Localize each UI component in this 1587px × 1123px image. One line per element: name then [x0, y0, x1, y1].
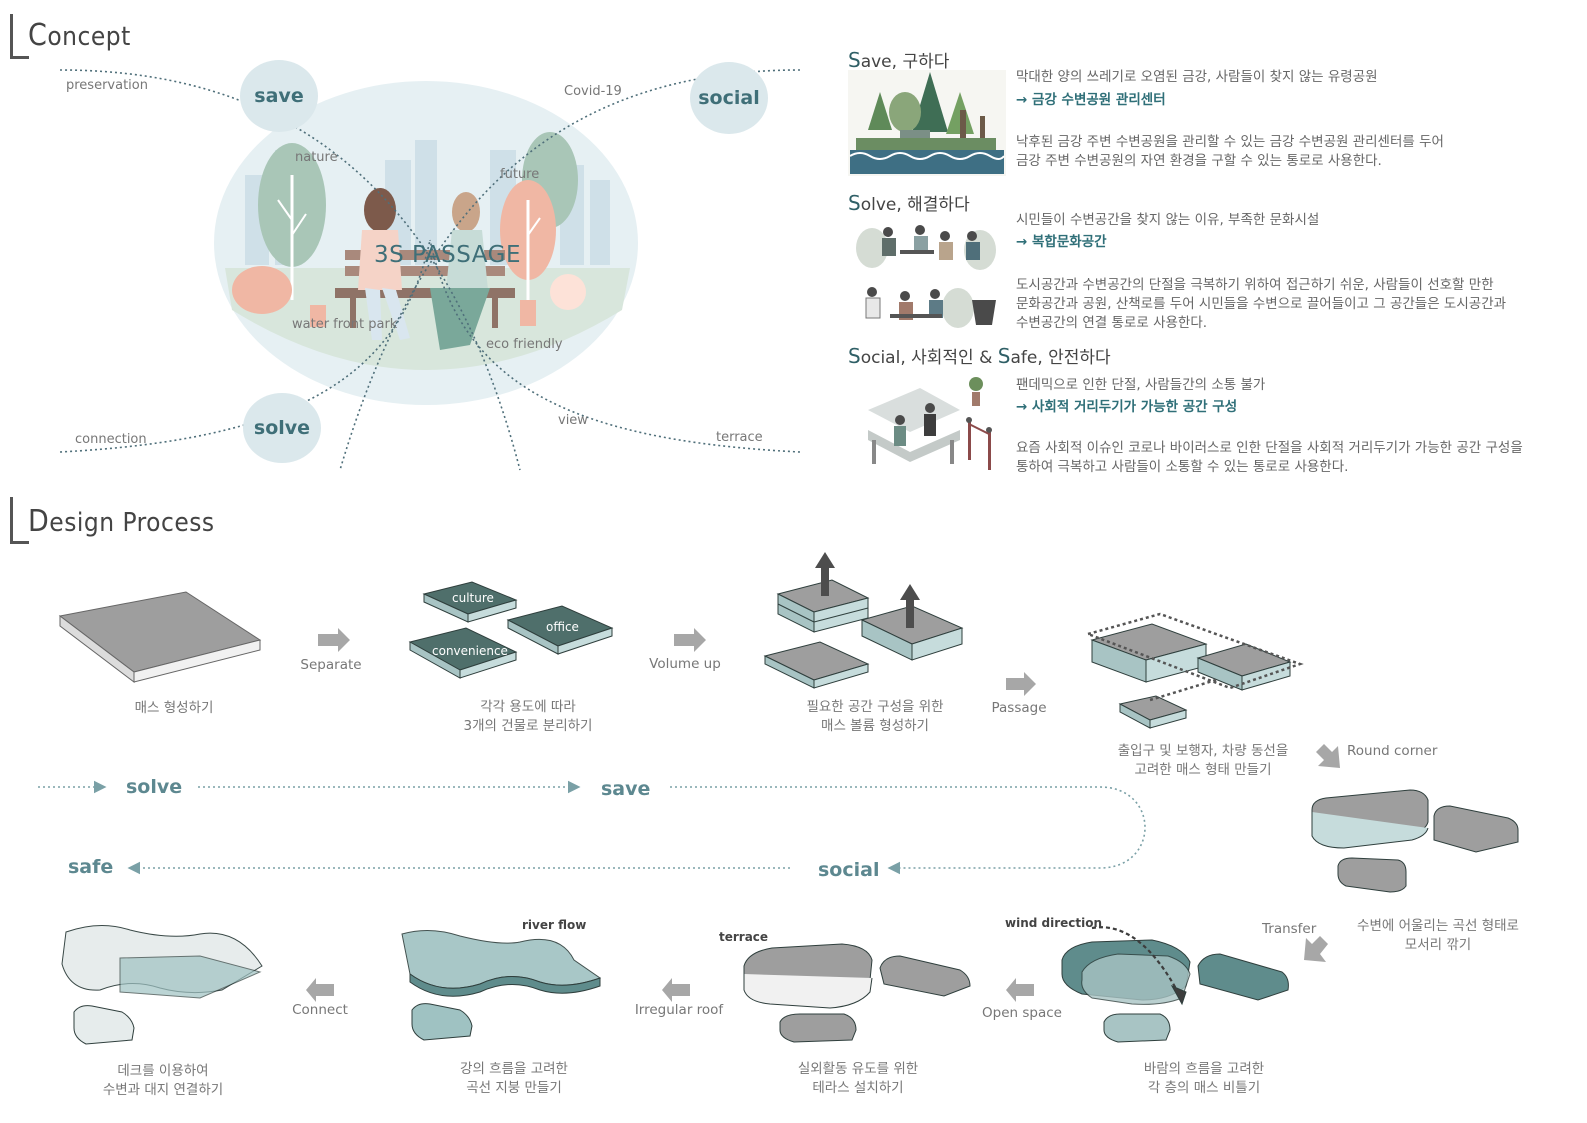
- separated-masses: [408, 581, 614, 679]
- social-title: Social, 사회적인 & Safe, 안전하다: [848, 344, 1111, 368]
- social-highlight: → 사회적 거리두기가 가능한 공간 구성: [1016, 399, 1238, 415]
- waiting-seats-icon: [864, 377, 994, 480]
- river-flow-roofs: [401, 930, 602, 1041]
- solve-body1: 도시공간과 수변공간의 단절을 극복하기 위하여 접근하기 쉬운, 사람들이 선…: [1016, 277, 1494, 293]
- mass-label-culture: culture: [452, 591, 494, 605]
- solve-highlight: → 복합문화공간: [1016, 234, 1107, 250]
- step-open-space: Open space: [982, 1005, 1062, 1021]
- label-waterfront: water front park: [292, 317, 398, 332]
- mass-slab: [58, 591, 262, 684]
- step-connect: Connect: [292, 1002, 348, 1018]
- step-volume-up: Volume up: [649, 656, 721, 672]
- bubble-save: save: [240, 60, 318, 132]
- process-title: Design Process: [28, 504, 215, 539]
- save-body2: 금강 주변 수변공원의 자연 환경을 구할 수 있는 통로로 사용한다.: [1016, 153, 1382, 169]
- label-preservation: preservation: [66, 78, 148, 93]
- label-eco: eco friendly: [486, 337, 563, 352]
- save-line1: 막대한 양의 쓰레기로 오염된 금강, 사람들이 찾지 않는 유령공원: [1016, 69, 1378, 85]
- label-terrace-step: terrace: [719, 930, 769, 944]
- save-highlight: → 금강 수변공원 관리센터: [1016, 92, 1166, 108]
- solve-title: Solve, 해결하다: [848, 191, 970, 215]
- label-river-flow: river flow: [522, 918, 587, 932]
- center-title: 3S PASSAGE: [374, 242, 521, 268]
- solve-line1: 시민들이 수변공간을 찾지 않는 이유, 부족한 문화시설: [1016, 212, 1320, 228]
- social-body2: 통하여 극복하고 사람들이 소통할 수 있는 통로로 사용한다.: [1016, 459, 1349, 475]
- deck-masses: [61, 924, 263, 1045]
- wind-twisted-masses: [1061, 926, 1289, 1043]
- step-separate: Separate: [300, 657, 362, 673]
- step-transfer: Transfer: [1262, 921, 1317, 937]
- label-nature: nature: [295, 150, 338, 165]
- social-body1: 요즘 사회적 이슈인 코로나 바이러스로 인한 단절을 사회적 거리두기가 가능…: [1016, 440, 1523, 456]
- label-connection: connection: [75, 432, 147, 447]
- flow-save: save: [601, 778, 651, 800]
- solve-body2: 문화공간과 공원, 산책로를 두어 시민들을 수변으로 끌어들이고 그 공간들은…: [1016, 296, 1507, 312]
- round-corner-masses: [1311, 789, 1519, 893]
- label-view: view: [558, 413, 588, 428]
- flow-solve: solve: [126, 776, 183, 798]
- volume-masses: [763, 552, 964, 689]
- solve-body3: 수변공간의 연결 통로로 사용한다.: [1016, 315, 1208, 331]
- label-terrace: terrace: [716, 430, 763, 445]
- save-body1: 낙후된 금강 주변 수변공원을 관리할 수 있는 금강 수변공원 관리센터를 두…: [1016, 134, 1444, 150]
- label-future: future: [500, 167, 540, 182]
- label-wind-direction: wind direction: [1005, 916, 1103, 930]
- flow-social: social: [818, 859, 880, 881]
- step-round-corner: Round corner: [1347, 743, 1438, 759]
- step-irregular-roof: Irregular roof: [634, 1002, 724, 1018]
- concept-title: Concept: [28, 18, 131, 53]
- cafe-people-icon: [848, 215, 998, 335]
- mass-label-convenience: convenience: [432, 644, 508, 658]
- concept-title-bracket: [10, 14, 29, 59]
- flow-safe: safe: [68, 856, 114, 878]
- social-line1: 팬데믹으로 인한 단절, 사람들간의 소통 불가: [1016, 377, 1266, 393]
- passage-masses: [1083, 612, 1304, 729]
- caption-mass: 매스 형성하기: [134, 700, 214, 716]
- label-covid: Covid-19: [564, 84, 622, 99]
- save-title: Save, 구하다: [848, 48, 950, 72]
- bubble-social: social: [690, 62, 768, 134]
- mass-label-office: office: [546, 620, 579, 634]
- terrace-masses: [743, 943, 971, 1043]
- forest-icon: [848, 70, 1006, 176]
- step-passage: Passage: [991, 700, 1047, 716]
- bubble-solve: solve: [243, 393, 321, 463]
- process-title-bracket: [10, 497, 29, 544]
